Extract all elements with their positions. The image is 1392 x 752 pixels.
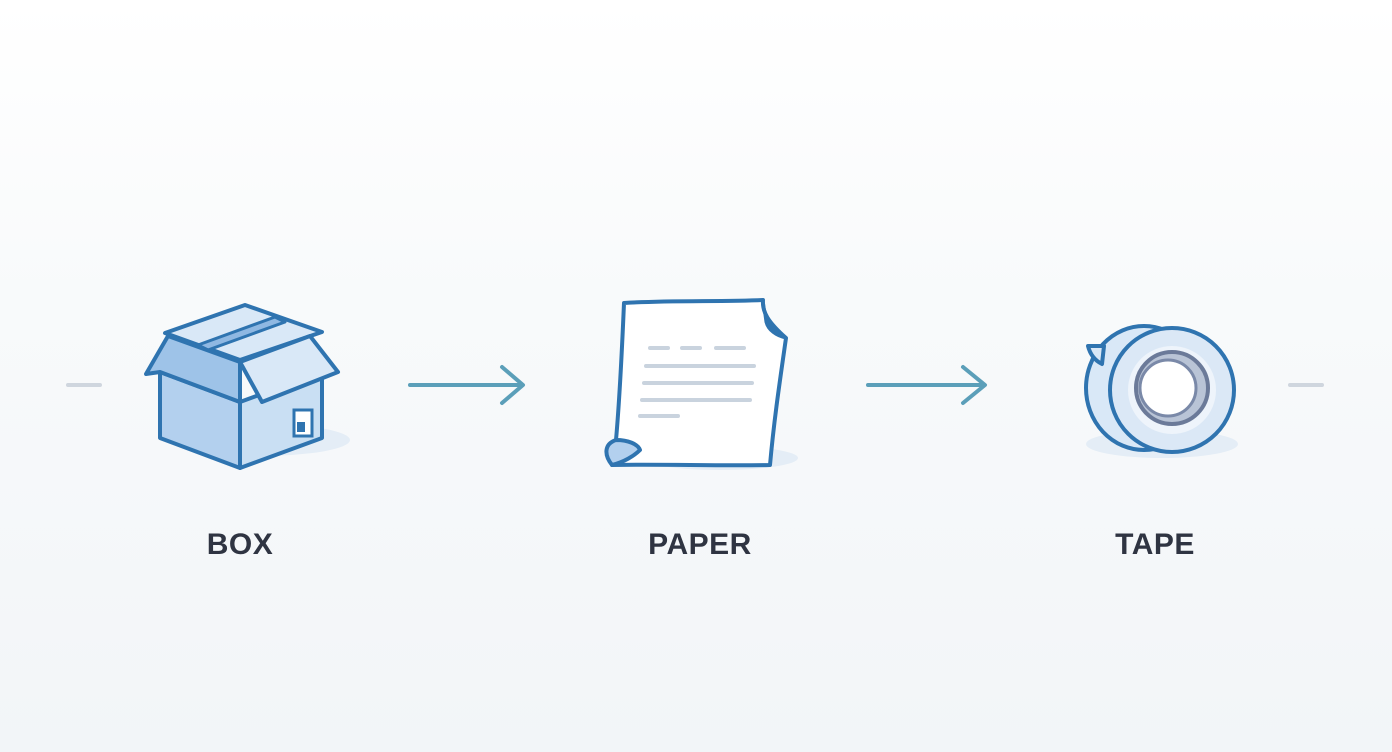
step-label-paper: PAPER — [648, 528, 752, 561]
step-label-tape: TAPE — [1115, 528, 1195, 561]
arrow-right-icon — [408, 365, 525, 405]
paper-icon — [604, 298, 798, 470]
step-label-box: BOX — [206, 528, 274, 561]
arrow-right-icon — [866, 365, 987, 405]
tape-icon — [1084, 324, 1238, 458]
box-icon — [144, 303, 350, 470]
